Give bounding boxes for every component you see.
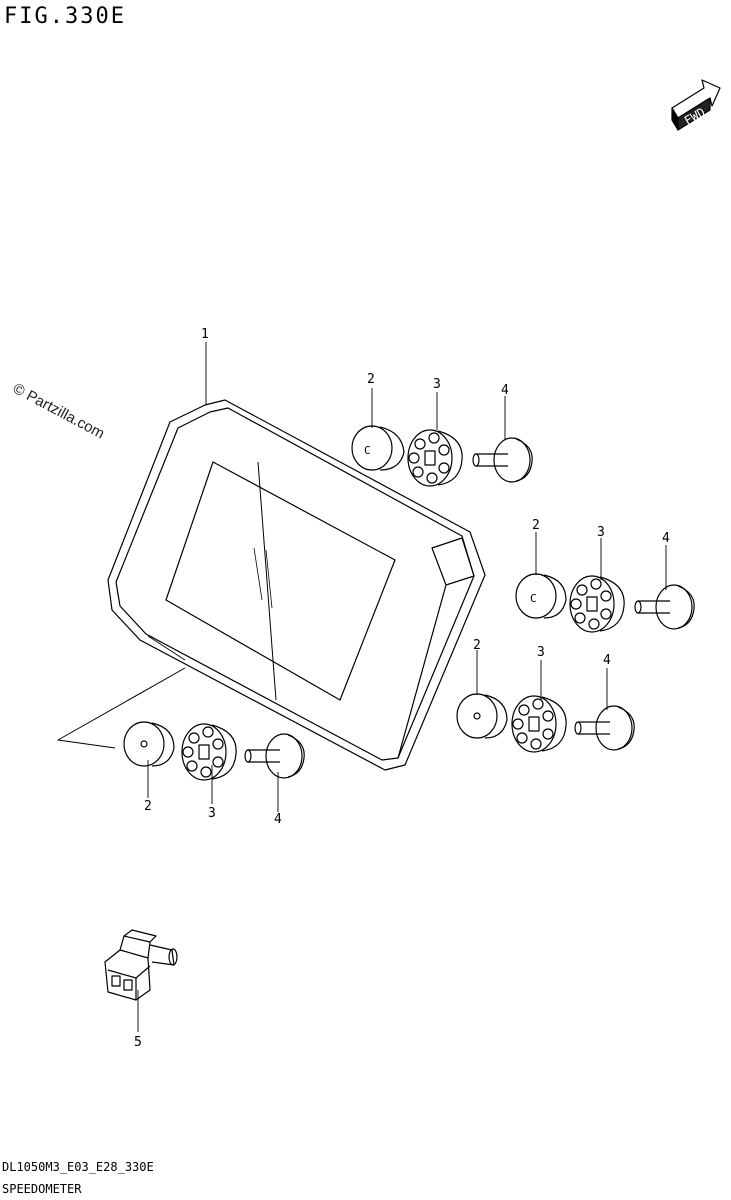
collar-part-4 — [244, 437, 695, 779]
callout-2c: 2 — [473, 638, 481, 653]
figure-title: FIG.330E — [4, 4, 126, 29]
callout-1: 1 — [201, 327, 209, 342]
callout-4c: 4 — [603, 653, 611, 668]
callout-2a: 2 — [367, 372, 375, 387]
callout-4a: 4 — [501, 383, 509, 398]
callout-2b: 2 — [532, 518, 540, 533]
svg-text:C: C — [364, 444, 371, 457]
washer-part-2: C C — [123, 425, 567, 767]
callout-3c: 3 — [537, 645, 545, 660]
callout-3b: 3 — [597, 525, 605, 540]
callout-4d: 4 — [274, 812, 282, 827]
speedometer-unit — [107, 399, 486, 771]
callout-3a: 3 — [433, 377, 441, 392]
diagram-name: SPEEDOMETER — [2, 1182, 82, 1196]
grommet-part-3 — [181, 429, 625, 781]
callout-5: 5 — [134, 1035, 142, 1050]
fwd-arrow-icon: FWD — [671, 79, 721, 131]
callout-2d: 2 — [144, 799, 152, 814]
model-code: DL1050M3_E03_E28_330E — [2, 1160, 154, 1174]
callout-4b: 4 — [662, 531, 670, 546]
svg-text:C: C — [530, 592, 537, 605]
connector-part-5 — [104, 929, 178, 1001]
callout-3d: 3 — [208, 806, 216, 821]
